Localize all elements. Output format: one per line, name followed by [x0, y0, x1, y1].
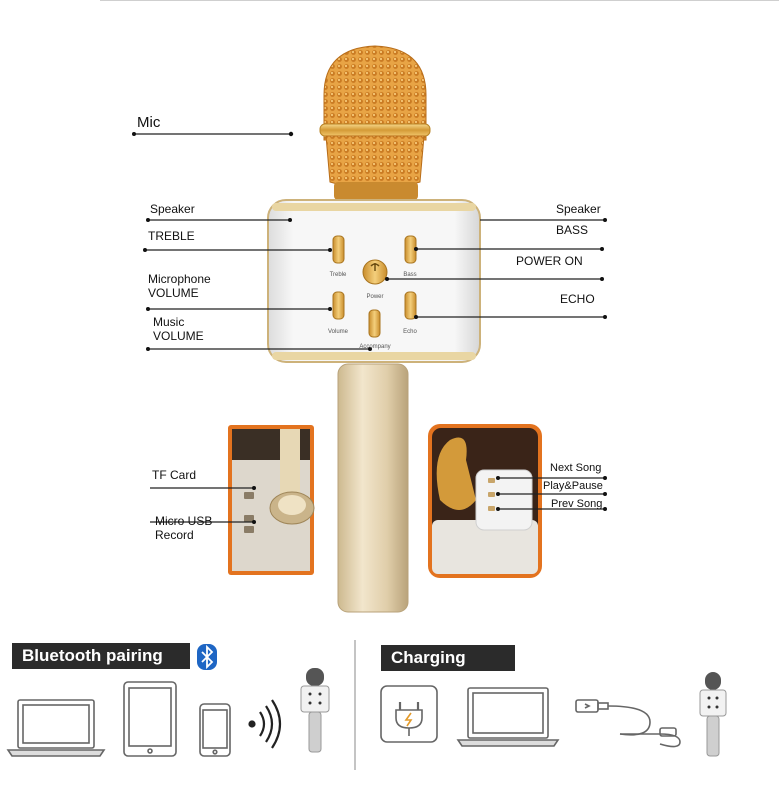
- top-divider: [100, 0, 779, 1]
- label-next-song: Next Song: [550, 462, 602, 474]
- label-prev-song: Prev Song: [551, 498, 603, 510]
- usb-cable-icon: [575, 699, 681, 748]
- label-echo: ECHO: [560, 292, 595, 306]
- bluetooth-icon: [197, 644, 217, 670]
- label-microphone-volume-2: VOLUME: [148, 286, 199, 300]
- microphone-icon: [699, 672, 727, 757]
- label-bass: BASS: [556, 223, 589, 237]
- laptop-icon: [6, 699, 106, 757]
- tablet-icon: [123, 681, 177, 757]
- wireless-signal-icon: [248, 699, 282, 749]
- label-speaker-right: Speaker: [556, 202, 601, 216]
- label-record: Record: [155, 528, 194, 542]
- label-power-on: POWER ON: [516, 254, 583, 268]
- label-mic: Mic: [137, 114, 161, 131]
- power-plug-icon: [380, 685, 438, 743]
- laptop-icon: [456, 687, 560, 747]
- label-microphone-volume-1: Microphone: [148, 272, 211, 286]
- label-tf-card: TF Card: [152, 468, 197, 482]
- label-play-pause: Play&Pause: [543, 480, 603, 492]
- panel-label-power: Power: [366, 294, 383, 300]
- panel-label-treble: Treble: [330, 272, 347, 278]
- panel-label-accompany: Accompany: [359, 344, 390, 350]
- phone-icon: [199, 703, 231, 757]
- panel-label-bass: Bass: [403, 272, 416, 278]
- label-speaker-left: Speaker: [150, 202, 195, 216]
- label-micro-usb: Micro USB: [155, 514, 213, 528]
- panel-label-volume: Volume: [328, 329, 349, 335]
- microphone-icon: [300, 668, 330, 753]
- label-music-volume-2: VOLUME: [153, 329, 204, 343]
- label-music-volume-1: Music: [153, 315, 185, 329]
- section-header-bluetooth: Bluetooth pairing: [12, 643, 190, 669]
- label-treble: TREBLE: [148, 229, 195, 243]
- section-header-charging: Charging: [381, 645, 515, 671]
- panel-label-echo: Echo: [403, 329, 417, 335]
